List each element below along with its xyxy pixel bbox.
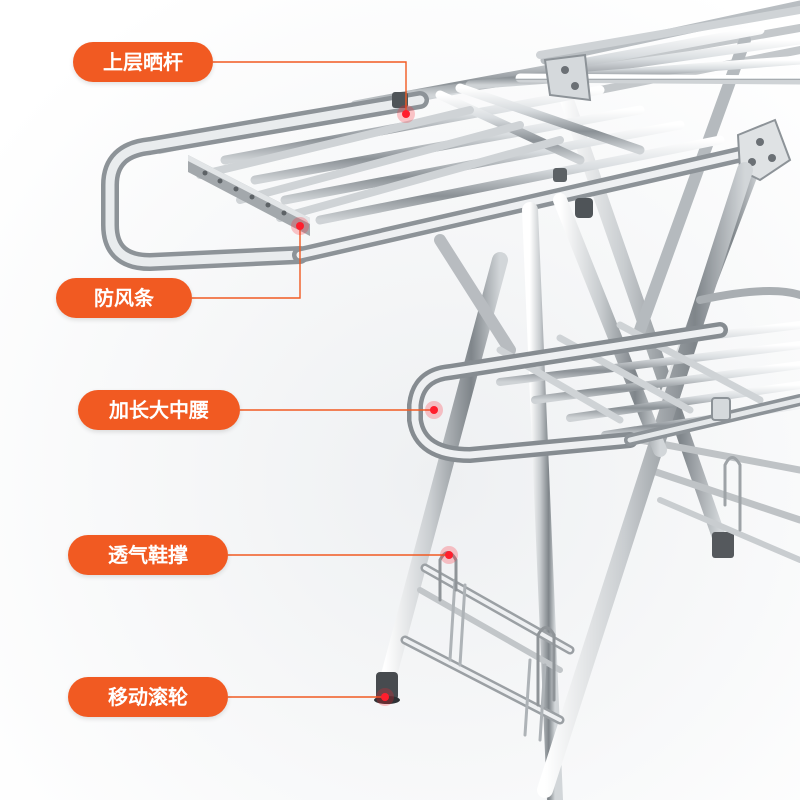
middle-rack xyxy=(407,287,800,464)
callout-upper-drying-rod: 上层晒杆 xyxy=(73,42,213,82)
windproof-strip xyxy=(188,155,310,236)
callout-markers xyxy=(291,105,458,706)
callout-caster-wheel: 移动滚轮 xyxy=(68,677,228,717)
callout-extended-middle-rack: 加长大中腰 xyxy=(78,390,240,430)
shoe-rack xyxy=(400,551,575,742)
callout-windproof-strip: 防风条 xyxy=(56,278,192,318)
upper-drying-rack xyxy=(101,6,800,272)
callout-shoe-rack: 透气鞋撑 xyxy=(68,535,228,575)
callout-leaders xyxy=(192,61,448,698)
